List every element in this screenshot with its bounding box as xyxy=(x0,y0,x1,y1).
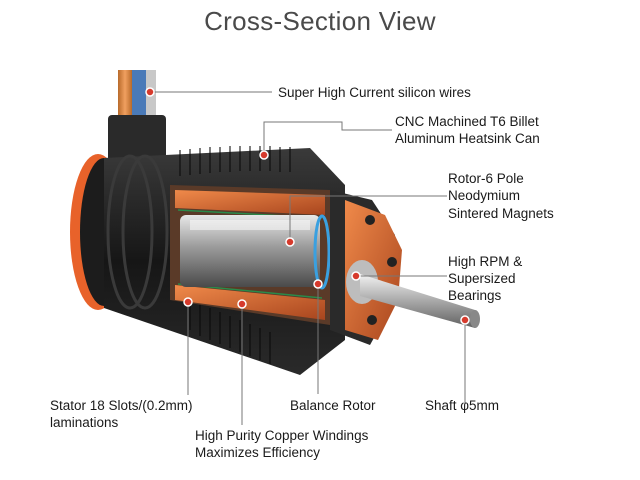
leader-lines xyxy=(150,91,466,425)
pointer-dots xyxy=(145,87,470,325)
front-end-cap xyxy=(330,190,402,345)
callout-stator-line2: laminations xyxy=(50,415,119,430)
callout-wires: Super High Current silicon wires xyxy=(278,85,471,100)
callout-bearings-line3: Bearings xyxy=(448,288,502,303)
diagram-title: Cross-Section View xyxy=(204,6,436,36)
shaft xyxy=(360,274,480,328)
callout-rotor-line2: Neodymium xyxy=(448,188,521,203)
callout-heatsink-line2: Aluminum Heatsink Can xyxy=(395,131,540,146)
callout-stator-line1: Stator 18 Slots/(0.2mm) xyxy=(50,398,193,413)
callout-rotor-line1: Rotor-6 Pole xyxy=(448,171,524,186)
callout-bearings-line2: Supersized xyxy=(448,271,516,286)
silicon-wires xyxy=(108,70,166,163)
callout-balance-rotor: Balance Rotor xyxy=(290,398,376,413)
callout-windings-line2: Maximizes Efficiency xyxy=(195,445,321,460)
callout-heatsink-line1: CNC Machined T6 Billet xyxy=(395,114,539,129)
callout-rotor-line3: Sintered Magnets xyxy=(448,206,554,221)
callout-windings-line1: High Purity Copper Windings xyxy=(195,428,369,443)
callout-shaft: Shaft φ5mm xyxy=(425,398,500,413)
callout-bearings-line1: High RPM & xyxy=(448,254,523,269)
